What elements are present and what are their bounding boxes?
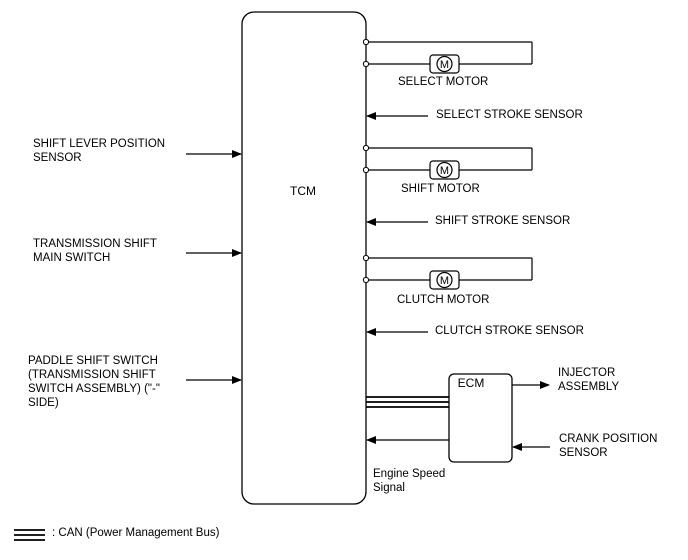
can-legend-label: : CAN (Power Management Bus) — [52, 527, 220, 539]
select-motor-label: SELECT MOTOR — [398, 76, 489, 88]
tcm-label: TCM — [290, 184, 316, 198]
svg-text:M: M — [440, 275, 449, 287]
can-bus — [366, 396, 449, 408]
can-legend-symbol — [14, 529, 45, 541]
tcm-block — [241, 11, 367, 505]
motor-icon — [436, 271, 453, 289]
shift-stroke-sensor-label: SHIFT STROKE SENSOR — [435, 215, 571, 227]
select-motor-circuit: M — [362, 38, 533, 74]
svg-text:M: M — [440, 59, 449, 71]
motor-icon — [436, 55, 453, 73]
clutch-stroke-sensor-label: CLUTCH STROKE SENSOR — [435, 325, 584, 337]
engine-speed-signal-label: Engine Speed Signal — [373, 468, 446, 494]
select-stroke-sensor-label: SELECT STROKE SENSOR — [436, 109, 583, 121]
motor-icon — [436, 161, 453, 179]
clutch-motor-circuit: M — [362, 254, 533, 290]
transmission-shift-main-switch-label: TRANSMISSION SHIFT MAIN SWITCH — [33, 238, 157, 264]
clutch-motor-label: CLUTCH MOTOR — [397, 294, 490, 306]
ecm-block — [448, 373, 513, 463]
paddle-shift-switch-label: PADDLE SHIFT SWITCH (TRANSMISSION SHIFT … — [28, 355, 160, 409]
ecm-label: ECM — [458, 376, 485, 390]
shift-motor-label: SHIFT MOTOR — [401, 183, 480, 195]
crank-position-sensor-label: CRANK POSITION SENSOR — [559, 433, 658, 459]
injector-assembly-label: INJECTOR ASSEMBLY — [558, 367, 620, 393]
shift-lever-position-sensor-label: SHIFT LEVER POSITION SENSOR — [33, 138, 166, 164]
svg-text:M: M — [440, 165, 449, 177]
shift-motor-circuit: M — [362, 144, 533, 180]
